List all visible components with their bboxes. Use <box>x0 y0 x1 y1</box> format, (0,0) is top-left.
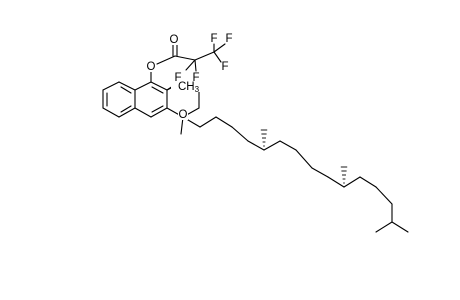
fluorine-top-left-label: F <box>210 33 217 45</box>
alkyl-side-chain <box>180 116 409 233</box>
carbonyl-oxygen-label: O <box>170 34 179 46</box>
fluorine-lower-right-label: F <box>192 72 199 84</box>
methyl-group-label: CH3 <box>178 81 200 94</box>
pyran-oxygen-label: O <box>179 109 188 121</box>
right-aromatic-ring <box>134 81 168 118</box>
hashed-wedge-methyl-2 <box>340 166 348 184</box>
hashed-wedge-methyl-1 <box>260 129 268 147</box>
left-benzene-ring <box>102 81 136 118</box>
fluorine-lower-left-label: F <box>174 72 181 84</box>
ester-oxygen-label: O <box>147 61 156 73</box>
fluorine-right-label: F <box>221 61 228 73</box>
fluorine-top-right-label: F <box>225 33 232 45</box>
